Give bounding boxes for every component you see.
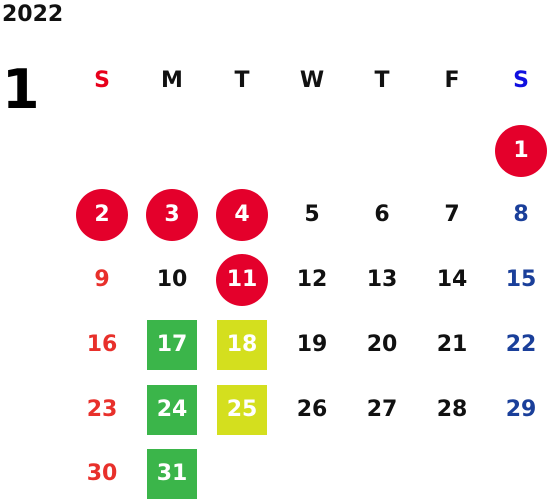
day-cell[interactable]: 15: [505, 267, 537, 292]
day-cell[interactable]: 23: [86, 397, 118, 422]
weekday-header-mon: M: [161, 68, 183, 93]
day-cell[interactable]: 29: [505, 397, 537, 422]
day-cell-yellow[interactable]: 25: [217, 385, 267, 435]
day-cell[interactable]: 22: [505, 332, 537, 357]
day-cell[interactable]: 30: [86, 461, 118, 486]
day-cell[interactable]: 8: [513, 202, 529, 227]
day-cell[interactable]: 19: [296, 332, 328, 357]
day-cell[interactable]: 5: [304, 202, 320, 227]
day-cell[interactable]: 20: [366, 332, 398, 357]
weekday-header-sat: S: [513, 68, 529, 93]
day-cell-holiday[interactable]: 11: [216, 254, 268, 306]
day-cell-green[interactable]: 31: [147, 449, 197, 499]
day-cell[interactable]: 26: [296, 397, 328, 422]
day-cell-holiday[interactable]: 2: [76, 189, 128, 241]
year-label: 2022: [2, 2, 64, 27]
day-cell[interactable]: 12: [296, 267, 328, 292]
weekday-header-wed: W: [299, 68, 325, 93]
day-cell[interactable]: 7: [444, 202, 460, 227]
day-cell-green[interactable]: 24: [147, 385, 197, 435]
day-cell[interactable]: 21: [436, 332, 468, 357]
day-cell[interactable]: 16: [86, 332, 118, 357]
day-cell[interactable]: 6: [374, 202, 390, 227]
day-cell[interactable]: 13: [366, 267, 398, 292]
weekday-header-sun: S: [94, 68, 110, 93]
day-cell-holiday[interactable]: 1: [495, 125, 547, 177]
day-cell-holiday[interactable]: 3: [146, 189, 198, 241]
day-cell[interactable]: 14: [436, 267, 468, 292]
day-cell[interactable]: 10: [156, 267, 188, 292]
day-cell[interactable]: 27: [366, 397, 398, 422]
weekday-header-tue: T: [234, 68, 250, 93]
day-cell[interactable]: 9: [94, 267, 110, 292]
weekday-header-fri: F: [444, 68, 460, 93]
day-cell-yellow[interactable]: 18: [217, 320, 267, 370]
weekday-header-thu: T: [374, 68, 390, 93]
month-number: 1: [2, 58, 40, 121]
day-cell[interactable]: 28: [436, 397, 468, 422]
day-cell-holiday[interactable]: 4: [216, 189, 268, 241]
day-cell-green[interactable]: 17: [147, 320, 197, 370]
